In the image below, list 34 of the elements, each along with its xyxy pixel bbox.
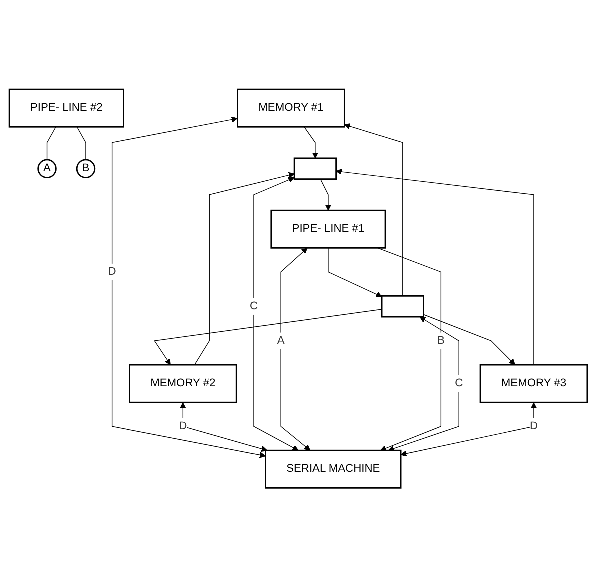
node-circle: A	[38, 158, 57, 178]
arrow	[423, 314, 516, 365]
edge-label: D	[108, 266, 116, 278]
edge-label: C	[455, 377, 464, 390]
arrow	[304, 126, 318, 158]
arrow	[320, 178, 332, 211]
node-box: PIPE- LINE #1	[270, 210, 386, 248]
node-box: SERIAL MACHINE	[265, 450, 402, 488]
arrow	[400, 402, 538, 456]
arrow	[280, 248, 311, 451]
arrow	[328, 247, 382, 298]
arrow	[112, 116, 266, 458]
arrow	[194, 172, 295, 366]
node-box: PIPE- LINE #2	[8, 88, 124, 128]
node-box: MEMORY #3	[480, 364, 588, 403]
edge-label: C	[250, 300, 258, 312]
edge-label: D	[179, 420, 188, 432]
node-box: MEMORY #1	[237, 88, 346, 128]
node-box: MEMORY #2	[129, 364, 238, 403]
connector	[46, 126, 56, 160]
edge-label: A	[277, 334, 285, 346]
node-box	[294, 157, 337, 180]
arrow	[254, 176, 299, 451]
arrow	[336, 168, 534, 366]
arrow	[154, 308, 382, 365]
edge-label: B	[437, 334, 445, 346]
arrow	[388, 316, 460, 452]
node-box	[381, 295, 424, 318]
edge-label: D	[530, 420, 538, 432]
arrow	[344, 123, 404, 296]
arrow	[378, 247, 442, 452]
connector	[76, 126, 86, 160]
arrow	[180, 402, 268, 452]
node-circle: B	[76, 158, 96, 178]
